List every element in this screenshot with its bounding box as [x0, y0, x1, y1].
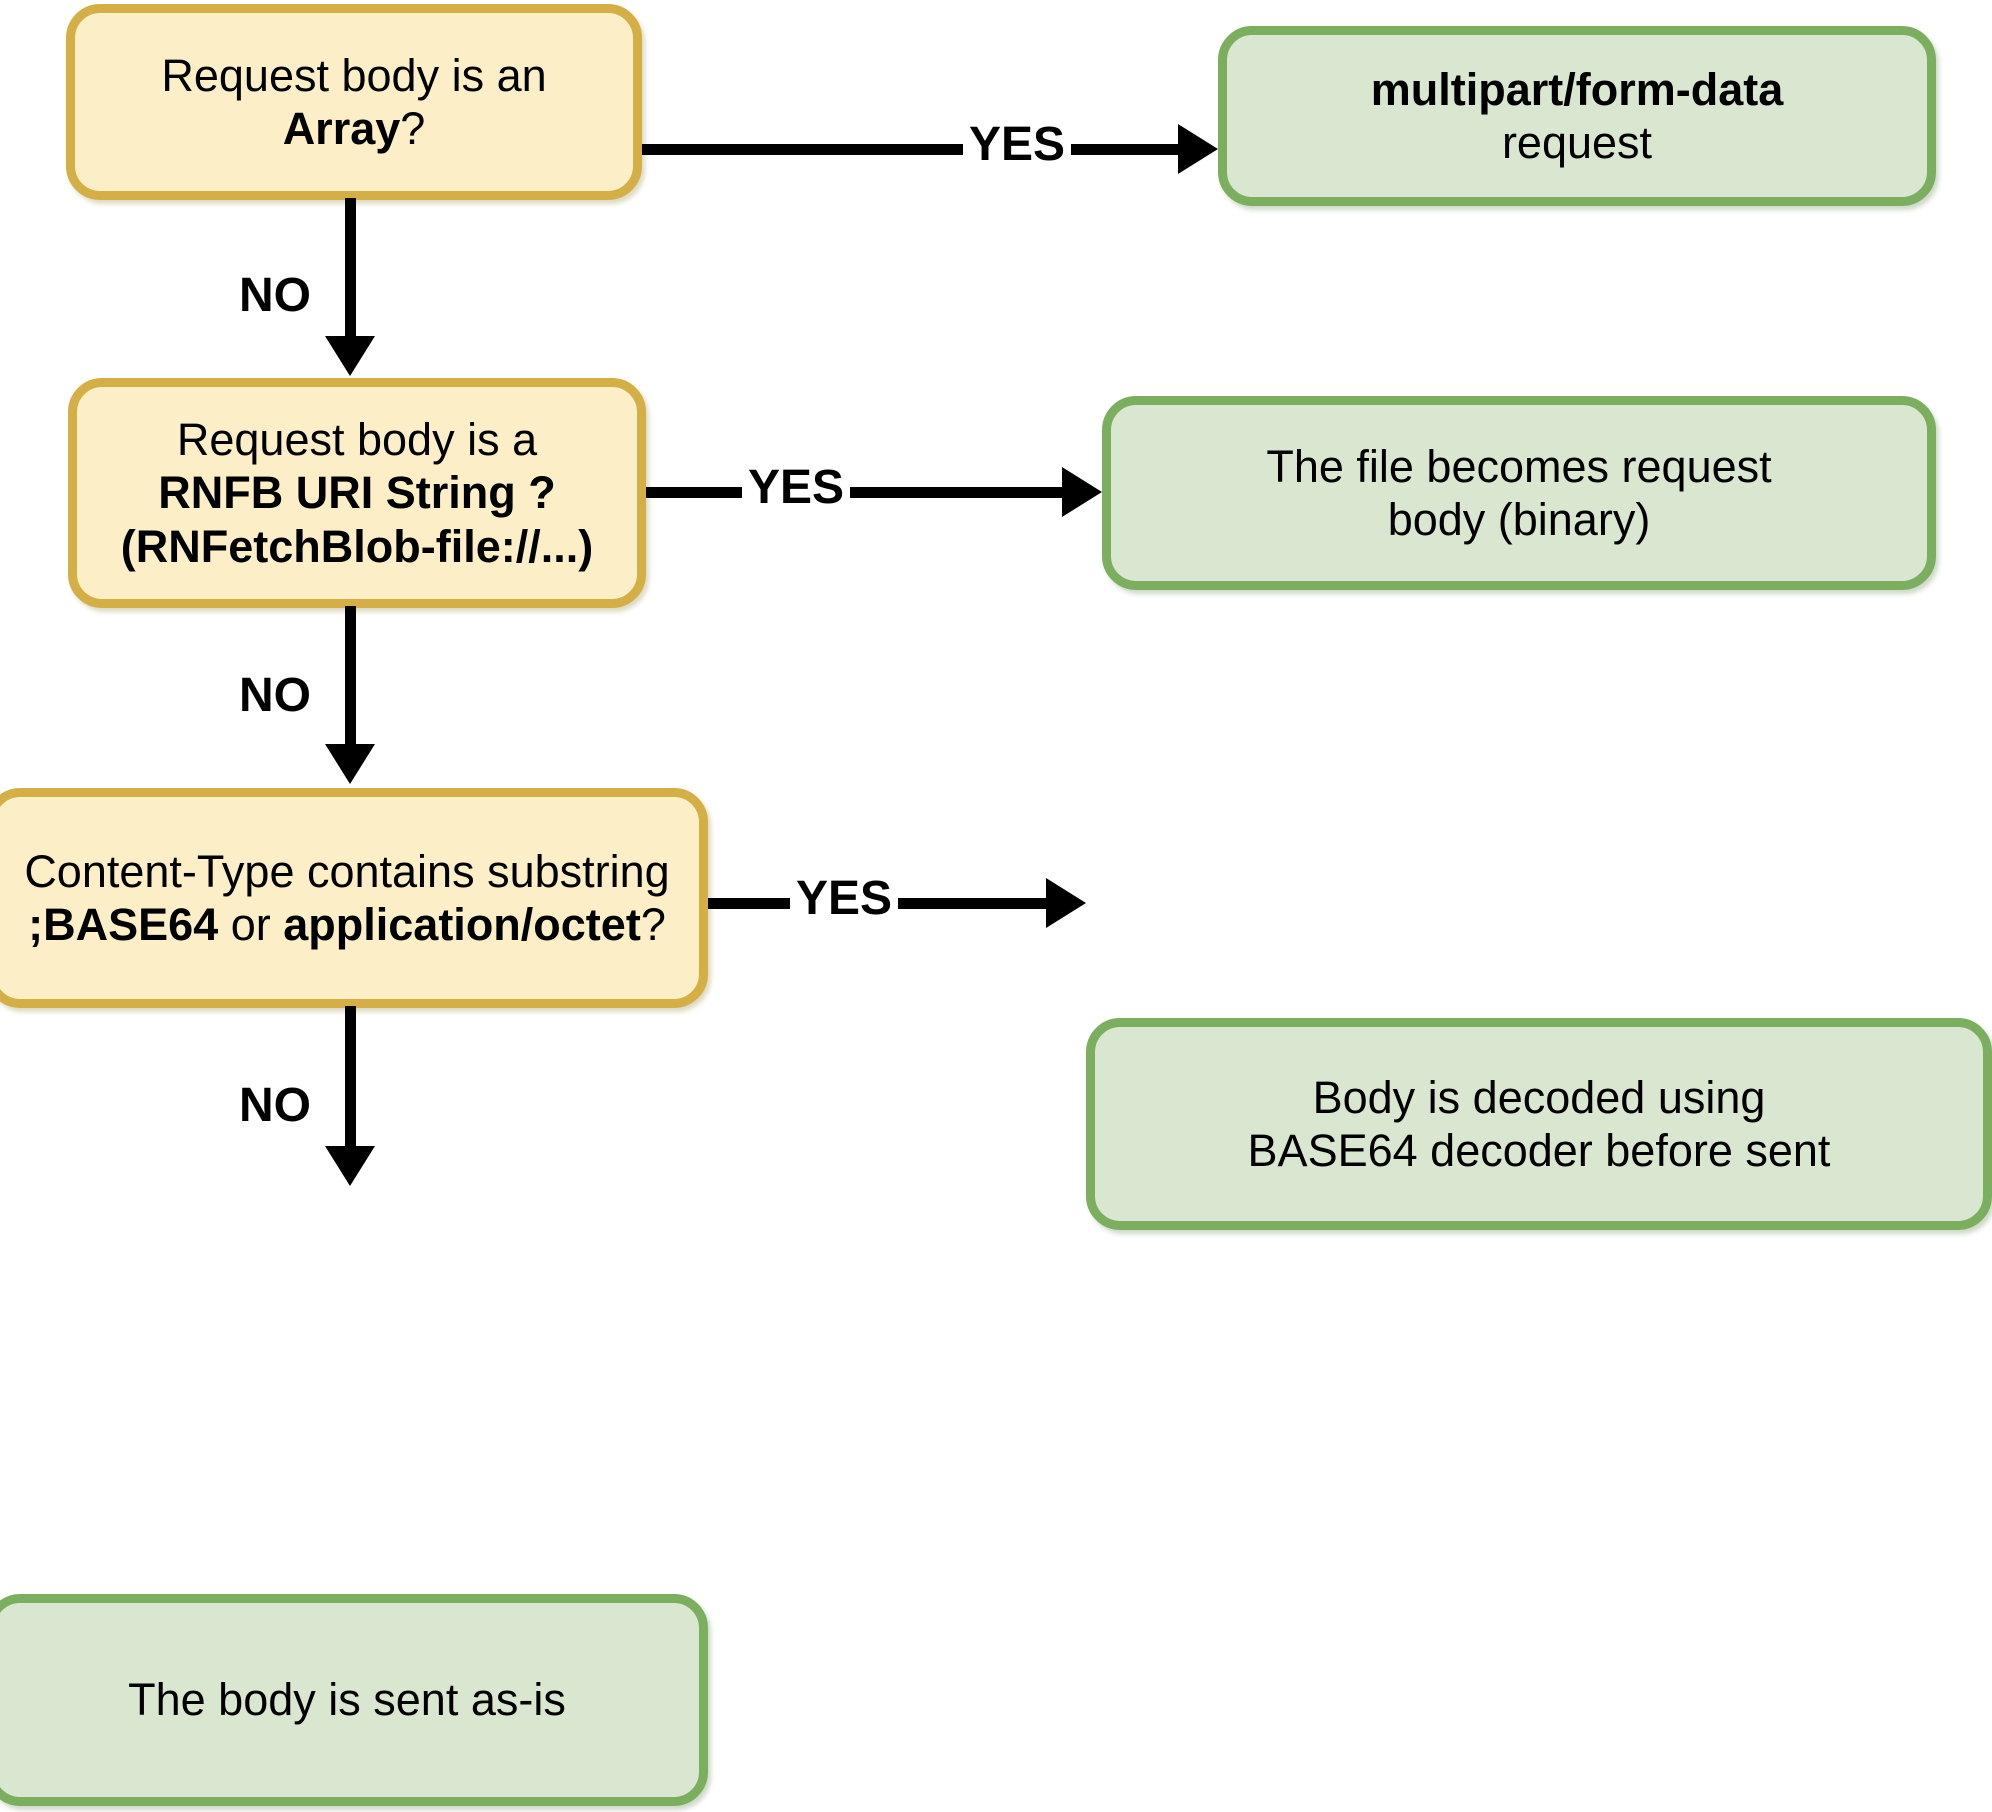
edge-label-yes-array: YES	[963, 117, 1072, 172]
edge-no-rnfb-line	[345, 606, 356, 756]
node-request-body-is-rnfb-uri-string[interactable]: Request body is a RNFB URI String ? (RNF…	[68, 378, 646, 608]
txt-line-bold: Array	[282, 103, 401, 154]
node-request-body-is-array-text: Request body is an Array?	[75, 49, 633, 155]
node-body-sent-as-is[interactable]: The body is sent as-is	[0, 1594, 708, 1806]
txt-line-bold: multipart/form-data	[1370, 63, 1784, 115]
edge-no-content-type-line	[345, 1006, 356, 1156]
edge-yes-rnfb-arrowhead	[1062, 467, 1102, 517]
node-file-becomes-request-body-text: The file becomes request body (binary)	[1111, 440, 1927, 546]
edge-label-yes-rnfb: YES	[742, 460, 851, 515]
edge-no-array-line	[345, 198, 356, 348]
txt-line-bold: (RNFetchBlob-file://...)	[120, 520, 594, 572]
node-request-body-is-array[interactable]: Request body is an Array?	[66, 4, 642, 200]
txt-line: or	[218, 899, 284, 950]
node-content-type-contains-substring-text: Content-Type contains substring ;BASE64 …	[0, 845, 699, 951]
txt-line-bold: application/octet	[283, 899, 641, 950]
edge-label-no-rnfb: NO	[239, 668, 315, 723]
node-request-body-is-rnfb-uri-string-text: Request body is a RNFB URI String ? (RNF…	[77, 413, 637, 572]
txt-line-bold: RNFB URI String ?	[158, 467, 556, 519]
txt-line-bold: ;BASE64	[28, 899, 219, 950]
node-content-type-contains-substring[interactable]: Content-Type contains substring ;BASE64 …	[0, 788, 708, 1008]
txt-line: BASE64 decoder before sent	[1247, 1125, 1831, 1176]
txt-line: The file becomes request	[1266, 440, 1772, 492]
txt-line: ?	[640, 899, 666, 950]
node-multipart-form-data-request-text: multipart/form-data request	[1227, 63, 1927, 169]
edge-no-content-type-arrowhead	[325, 1146, 375, 1186]
txt-line: Body is decoded using	[1312, 1071, 1766, 1123]
edge-no-array-arrowhead	[325, 336, 375, 376]
txt-line: ?	[400, 103, 426, 154]
edge-label-yes-content-type: YES	[790, 871, 899, 926]
edge-yes-array-arrowhead	[1178, 124, 1218, 174]
txt-line: Request body is a	[176, 414, 538, 466]
edge-label-no-array: NO	[239, 268, 315, 323]
edge-yes-rnfb-line	[646, 487, 1062, 498]
node-body-decoded-base64-text: Body is decoded using BASE64 decoder bef…	[1095, 1071, 1983, 1177]
txt-line: request	[1501, 117, 1653, 168]
txt-line: The body is sent as-is	[128, 1674, 566, 1726]
node-file-becomes-request-body[interactable]: The file becomes request body (binary)	[1102, 396, 1936, 590]
edge-label-no-content-type: NO	[239, 1078, 315, 1133]
edge-yes-array-line	[642, 144, 1178, 155]
txt-line: body (binary)	[1387, 494, 1651, 545]
edge-no-rnfb-arrowhead	[325, 744, 375, 784]
node-multipart-form-data-request[interactable]: multipart/form-data request	[1218, 26, 1936, 206]
node-body-sent-as-is-text: The body is sent as-is	[0, 1673, 699, 1726]
node-body-decoded-base64[interactable]: Body is decoded using BASE64 decoder bef…	[1086, 1018, 1992, 1230]
txt-line: Request body is an	[161, 49, 547, 101]
txt-line: Content-Type contains substring	[24, 845, 670, 897]
edge-yes-content-type-arrowhead	[1046, 878, 1086, 928]
